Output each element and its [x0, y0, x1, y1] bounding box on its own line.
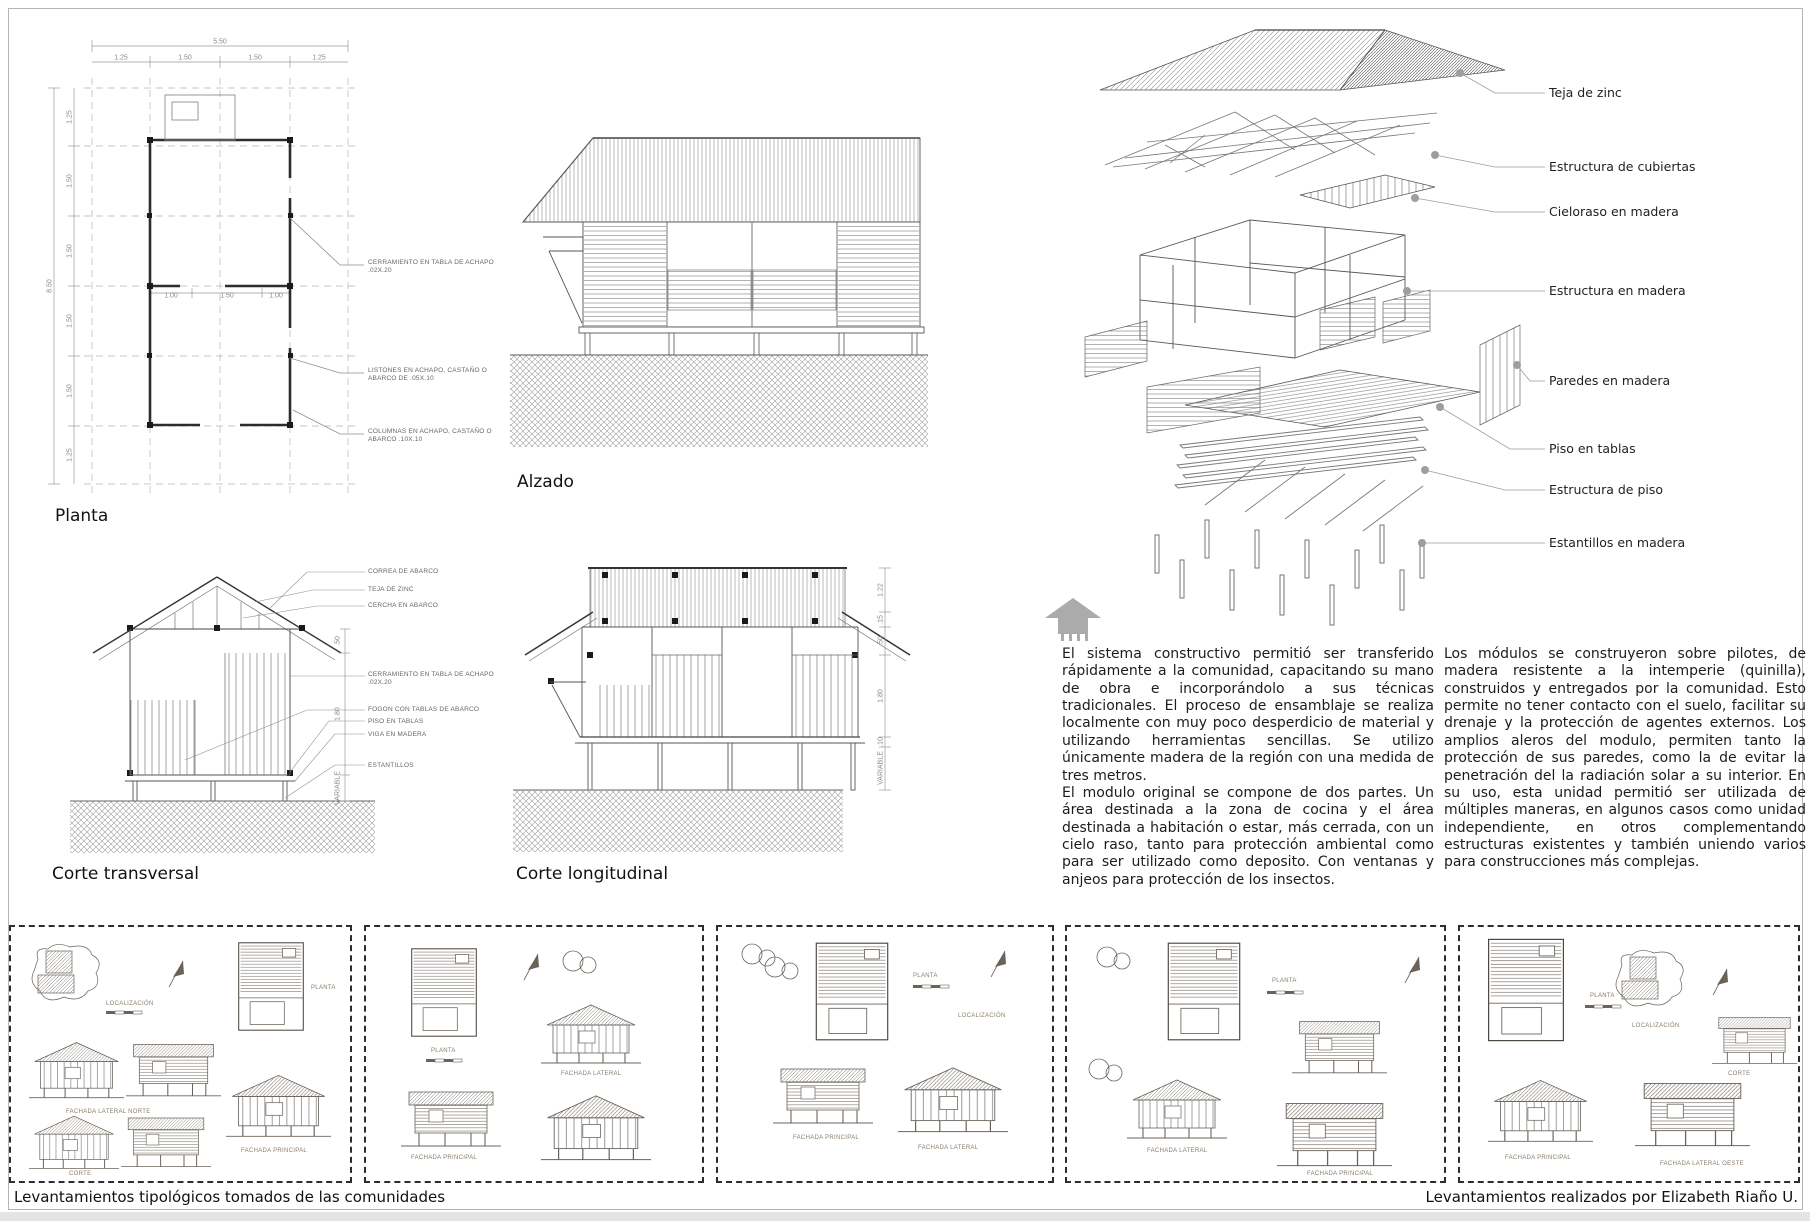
svg-text:FACHADA PRINCIPAL: FACHADA PRINCIPAL	[241, 1148, 307, 1154]
planta-dim-overall-height: 8.50	[46, 279, 54, 293]
corte-longitudinal-drawing	[513, 567, 911, 852]
planta-annotation: LISTONES EN ACHAPO, CASTAÑO O ABARCO DE …	[368, 367, 487, 382]
planta-annotation: CERRAMIENTO EN TABLA DE ACHAPO .02X.20	[368, 259, 494, 274]
corte-longitudinal-dim: 1.80	[877, 689, 885, 703]
paragraph: Los módulos se construyeron sobre pilote…	[1444, 646, 1806, 871]
svg-text:PLANTA: PLANTA	[311, 985, 336, 991]
svg-text:CORTE: CORTE	[1728, 1071, 1750, 1077]
footer-caption-right: Levantamientos realizados por Elizabeth …	[1425, 1188, 1798, 1206]
corte-transversal-annotation: PISO EN TABLAS	[368, 718, 424, 725]
svg-text:PLANTA: PLANTA	[1590, 993, 1615, 999]
svg-text:LOCALIZACIÓN: LOCALIZACIÓN	[1632, 1022, 1680, 1029]
planta-dim-left: 1.25	[66, 448, 74, 462]
exploded-label: Estructura de piso	[1549, 482, 1664, 497]
exploded-axonometric-drawing	[1084, 29, 1545, 626]
planta-dim-inner: 1.50	[220, 292, 234, 300]
sketch-panel-4: PLANTA FACHADA LATERAL FACHADA PRINCIPAL	[1065, 925, 1446, 1183]
planta-annotation: COLUMNAS EN ACHAPO, CASTAÑO O ABARCO .10…	[368, 428, 492, 443]
corte-transversal-annotation: ESTANTILLOS	[368, 762, 414, 769]
svg-text:FACHADA PRINCIPAL: FACHADA PRINCIPAL	[1505, 1155, 1571, 1161]
svg-text:FACHADA LATERAL: FACHADA LATERAL	[918, 1145, 979, 1151]
planta-dim-inner: 1.00	[269, 292, 283, 300]
bottom-gray-bar	[0, 1212, 1810, 1221]
corte-longitudinal-dim: .50	[877, 636, 885, 646]
svg-text:FACHADA PRINCIPAL: FACHADA PRINCIPAL	[411, 1155, 477, 1161]
svg-text:FACHADA PRINCIPAL: FACHADA PRINCIPAL	[793, 1135, 859, 1141]
corte-longitudinal-dim: .15	[877, 615, 885, 625]
planta-dim-left: 1.50	[66, 174, 74, 188]
corte-longitudinal-dim: .10	[877, 737, 885, 747]
paragraph: El modulo original se compone de dos par…	[1062, 784, 1434, 888]
footer-caption-left: Levantamientos tipológicos tomados de la…	[14, 1188, 446, 1206]
sketch-panel-1: LOCALIZACIÓN PLANTA FACHADA LATERAL NORT…	[9, 925, 352, 1183]
svg-text:FACHADA LATERAL OESTE: FACHADA LATERAL OESTE	[1660, 1161, 1744, 1167]
community-sketch-1: LOCALIZACIÓN PLANTA FACHADA LATERAL NORT…	[28, 942, 336, 1177]
corte-transversal-dim: 1.80	[334, 707, 342, 721]
svg-text:LOCALIZACIÓN: LOCALIZACIÓN	[958, 1012, 1006, 1019]
planta-dim-left: 1.25	[66, 110, 74, 124]
text-column-1: El sistema constructivo permitió ser tra…	[1062, 646, 1434, 889]
community-sketch-4: PLANTA FACHADA LATERAL FACHADA PRINCIPAL	[1088, 942, 1421, 1177]
corte-transversal-annotation: CERCHA EN ABARCO	[368, 602, 439, 609]
corte-transversal-dim: .50	[334, 636, 342, 646]
sketch-panel-5: PLANTA LOCALIZACIÓN CORTE FACHADA PRINCI…	[1458, 925, 1800, 1183]
planta-dim-top: 1.50	[178, 54, 192, 62]
planta-dim-left: 1.50	[66, 314, 74, 328]
corte-transversal-annotation: VIGA EN MADERA	[368, 731, 427, 738]
svg-text:PLANTA: PLANTA	[913, 973, 938, 979]
corte-transversal-title: Corte transversal	[52, 864, 199, 884]
corte-transversal-dim: VARIABLE	[334, 771, 342, 805]
svg-text:PLANTA: PLANTA	[431, 1048, 456, 1054]
corte-transversal-drawing	[70, 571, 375, 853]
corte-longitudinal-title: Corte longitudinal	[516, 864, 669, 884]
alzado-title: Alzado	[517, 472, 574, 492]
sketch-panel-2: PLANTA FACHADA LATERAL FACHADA PRINCIPAL	[364, 925, 704, 1183]
corte-transversal-annotation: CORREA DE ABARCO	[368, 568, 439, 575]
exploded-label: Estructura en madera	[1549, 283, 1686, 298]
planta-dim-top: 1.25	[312, 54, 326, 62]
planta-floor-plan-drawing	[48, 40, 364, 493]
planta-dim-top: 1.50	[248, 54, 262, 62]
house-arrow-icon	[1045, 598, 1101, 641]
svg-text:FACHADA PRINCIPAL: FACHADA PRINCIPAL	[1307, 1171, 1373, 1177]
exploded-label: Piso en tablas	[1549, 441, 1636, 456]
exploded-label: Paredes en madera	[1549, 373, 1671, 388]
sketch-panel-3: PLANTA LOCALIZACIÓN FACHADA PRINCIPAL FA…	[716, 925, 1054, 1183]
exploded-label: Estructura de cubiertas	[1549, 159, 1696, 174]
exploded-label: Teja de zinc	[1549, 85, 1622, 100]
svg-text:FACHADA LATERAL NORTE: FACHADA LATERAL NORTE	[66, 1109, 151, 1115]
alzado-elevation-drawing	[510, 137, 928, 447]
svg-text:FACHADA LATERAL: FACHADA LATERAL	[1147, 1148, 1208, 1154]
exploded-label: Cieloraso en madera	[1549, 204, 1679, 219]
corte-longitudinal-dim: 1.22	[877, 583, 885, 597]
svg-text:LOCALIZACIÓN: LOCALIZACIÓN	[106, 1000, 154, 1007]
paragraph: El sistema constructivo permitió ser tra…	[1062, 646, 1434, 784]
planta-dim-left: 1.50	[66, 244, 74, 258]
planta-title: Planta	[55, 506, 109, 526]
community-sketch-2: PLANTA FACHADA LATERAL FACHADA PRINCIPAL	[400, 948, 652, 1161]
planta-dim-top: 1.25	[114, 54, 128, 62]
corte-longitudinal-dim: VARIABLE	[877, 751, 885, 785]
planta-dim-left: 1.50	[66, 384, 74, 398]
svg-text:PLANTA: PLANTA	[1272, 978, 1297, 984]
planta-dim-overall-width: 5.50	[213, 38, 227, 46]
exploded-label: Estantillos en madera	[1549, 535, 1686, 550]
svg-text:CORTE: CORTE	[69, 1171, 91, 1177]
corte-transversal-annotation: CERRAMIENTO EN TABLA DE ACHAPO .02X.20	[368, 671, 494, 686]
svg-text:FACHADA LATERAL: FACHADA LATERAL	[561, 1071, 622, 1077]
corte-transversal-annotation: TEJA DE ZINC	[368, 586, 414, 593]
community-sketch-5: PLANTA LOCALIZACIÓN CORTE FACHADA PRINCI…	[1487, 938, 1798, 1167]
planta-dim-inner: 1.00	[164, 292, 178, 300]
community-sketch-3: PLANTA LOCALIZACIÓN FACHADA PRINCIPAL FA…	[741, 942, 1009, 1151]
corte-transversal-annotation: FOGON CON TABLAS DE ABARCO	[368, 706, 480, 713]
text-column-2: Los módulos se construyeron sobre pilote…	[1444, 646, 1806, 872]
